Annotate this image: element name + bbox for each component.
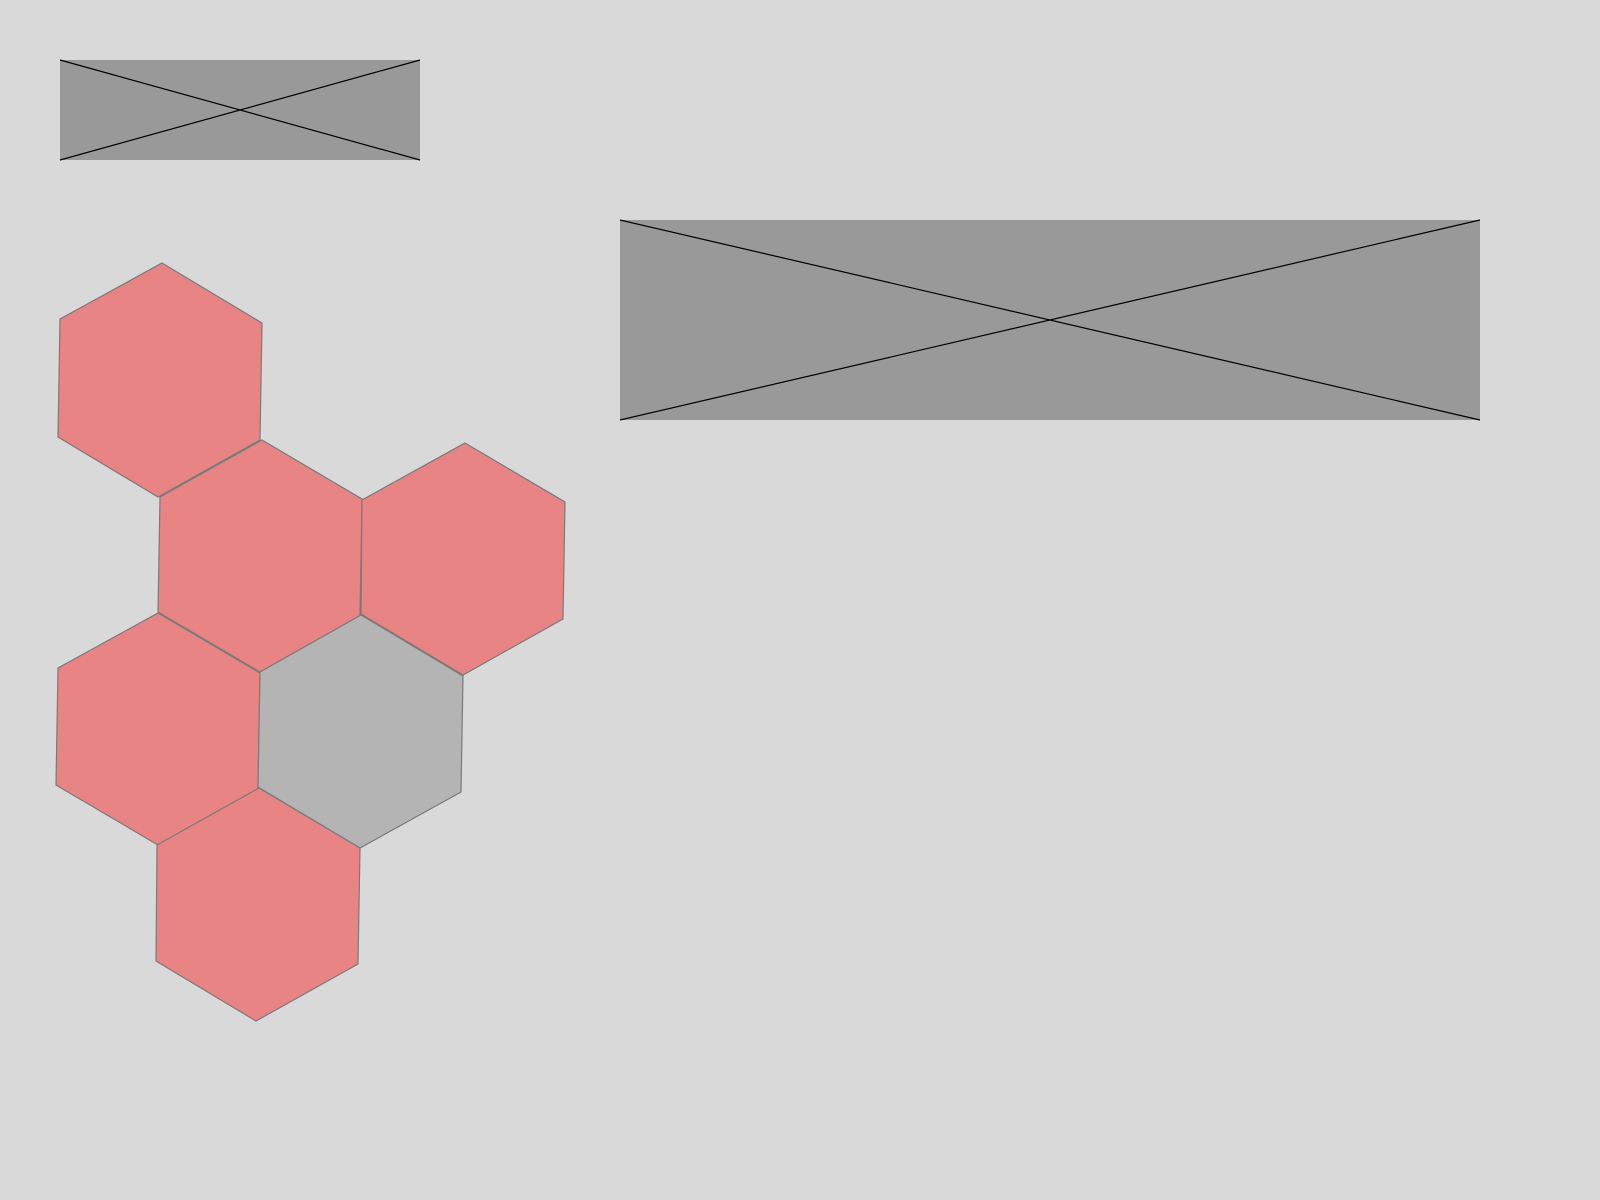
banner-image-placeholder <box>619 219 1481 421</box>
hex-tile[interactable] <box>155 787 361 1022</box>
hex-tile[interactable] <box>360 442 566 676</box>
hex-tile[interactable] <box>57 262 263 498</box>
small-placeholder-cross-line-b <box>59 59 421 161</box>
hex-board <box>55 262 566 1022</box>
banner-placeholder-cross-line-b <box>619 219 1481 421</box>
small-image-placeholder <box>59 59 421 161</box>
